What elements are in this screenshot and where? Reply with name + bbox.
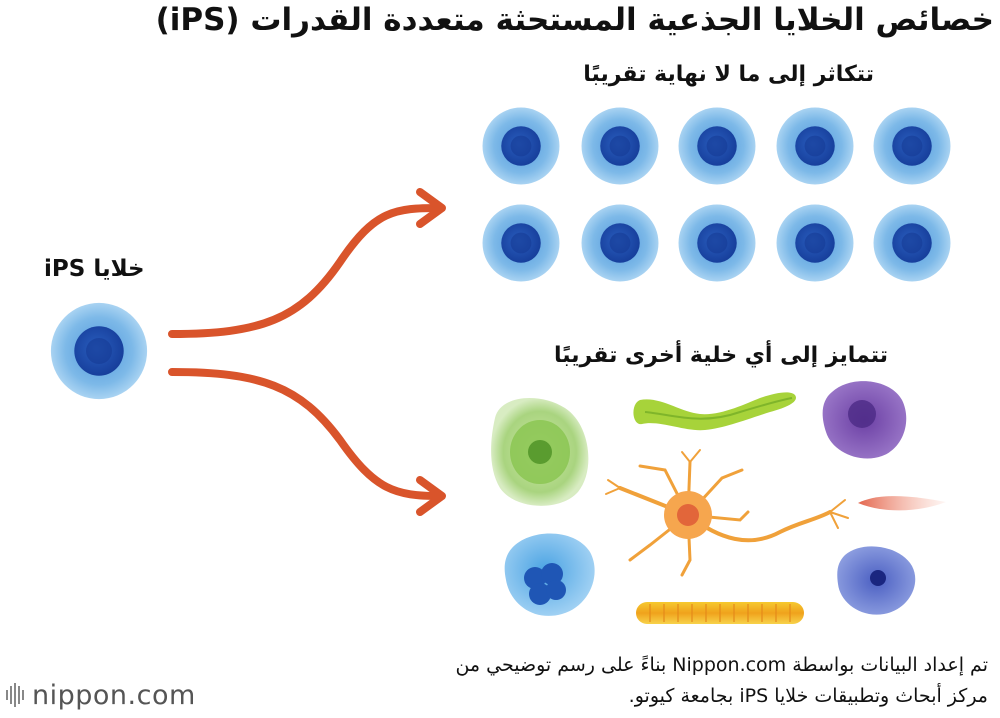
- logo-suffix: .com: [127, 679, 196, 711]
- proliferate-label: تتكاثر إلى ما لا نهاية تقريبًا: [583, 62, 874, 87]
- logo-text: nippon.com: [32, 680, 196, 711]
- page-title: خصائص الخلايا الجذعية المستحثة متعددة ال…: [155, 2, 994, 38]
- proliferated-cell-icon: [581, 204, 659, 282]
- ips-cell-icon: [50, 302, 148, 400]
- proliferated-cell-grid: [482, 107, 951, 282]
- proliferated-cell-icon: [678, 107, 756, 185]
- source-note: تم إعداد البيانات بواسطة Nippon.com بناء…: [455, 650, 988, 712]
- neuron-icon: [605, 449, 849, 577]
- red-streak-icon: [858, 496, 946, 511]
- arrow-icon: [168, 188, 446, 338]
- green-fiber-icon: [633, 392, 796, 431]
- logo-name: nippon: [32, 679, 128, 711]
- proliferated-cell-icon: [873, 204, 951, 282]
- muscle-fiber-icon: [636, 602, 804, 624]
- purple-cell-icon: [822, 381, 907, 459]
- logo-bars-icon: [6, 683, 24, 707]
- blue-purple-cell-icon: [837, 546, 916, 615]
- proliferated-cell-icon: [678, 204, 756, 282]
- ips-cell-label: خلايا iPS: [44, 256, 145, 282]
- proliferated-cell-icon: [581, 107, 659, 185]
- plant-cell-icon: [491, 397, 589, 506]
- nippon-logo: nippon.com: [6, 678, 196, 712]
- source-line-2: مركز أبحاث وتطبيقات خلايا iPS بجامعة كيو…: [628, 685, 988, 707]
- blue-cell-icon: [504, 533, 595, 616]
- source-line-1: تم إعداد البيانات بواسطة Nippon.com بناء…: [455, 654, 988, 676]
- proliferated-cell-icon: [873, 107, 951, 185]
- proliferated-cell-icon: [776, 204, 854, 282]
- differentiate-label: تتمايز إلى أي خلية أخرى تقريبًا: [554, 343, 888, 368]
- proliferated-cell-icon: [776, 107, 854, 185]
- arrow-icon: [168, 368, 446, 516]
- proliferated-cell-icon: [482, 107, 560, 185]
- proliferated-cell-icon: [482, 204, 560, 282]
